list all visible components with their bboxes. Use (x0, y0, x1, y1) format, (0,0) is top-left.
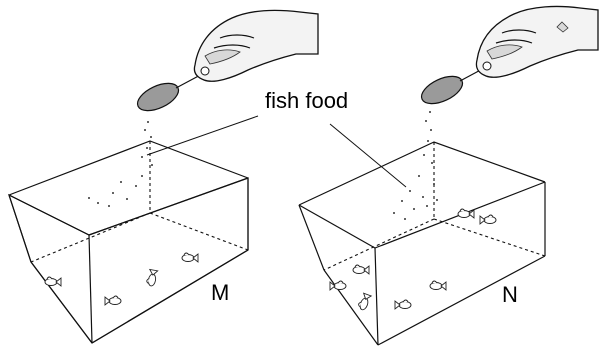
fish (105, 296, 121, 305)
tank-n-front-left-edge (299, 205, 324, 270)
tank-m-front-left-edge (9, 195, 31, 262)
tank-n-label: N (502, 282, 518, 307)
fish (480, 215, 496, 224)
tank-n: N (299, 111, 545, 345)
tank-m-front-face (9, 178, 248, 343)
fish-food-callout: fish food (147, 88, 406, 187)
fish (395, 300, 411, 309)
tank-n-front-bottom-left (324, 270, 378, 345)
tank-m-back-left-bottom (31, 213, 150, 262)
leader-line-left (147, 116, 258, 155)
tank-m-food-specks (88, 121, 153, 207)
hand-icon (194, 10, 318, 81)
tank-m-front-bottom-left (31, 262, 92, 343)
tank-m-label: M (211, 280, 229, 305)
hand-icon (476, 6, 598, 77)
tank-m: M (9, 121, 248, 343)
tank-n-front-bottom-right (378, 256, 545, 345)
tank-n-back-left-bottom (324, 219, 434, 270)
leader-line-right (330, 124, 406, 187)
tank-n-front-top-left (299, 205, 375, 248)
fish (182, 253, 198, 262)
fish (430, 281, 446, 290)
spoon-icon (133, 72, 206, 116)
tank-m-front-top-right (89, 178, 248, 235)
tank-m-front-top-left (9, 195, 89, 235)
fish (45, 277, 61, 286)
tank-n-back-top (299, 142, 545, 205)
fish (353, 265, 369, 274)
fish (357, 293, 371, 311)
tank-n-food-specks (393, 111, 438, 220)
fish (146, 269, 158, 286)
spoon-icon (417, 66, 488, 109)
tank-m-fish (45, 253, 198, 305)
tank-m-back-right-bottom (150, 213, 248, 250)
tank-m-front-vertical (89, 235, 92, 343)
tank-n-front-vertical (375, 248, 378, 345)
hand-right-with-spoon (417, 6, 598, 109)
tank-n-back-right-bottom (434, 219, 545, 256)
fish-food-label: fish food (265, 88, 348, 113)
tank-m-back-top (9, 141, 248, 195)
